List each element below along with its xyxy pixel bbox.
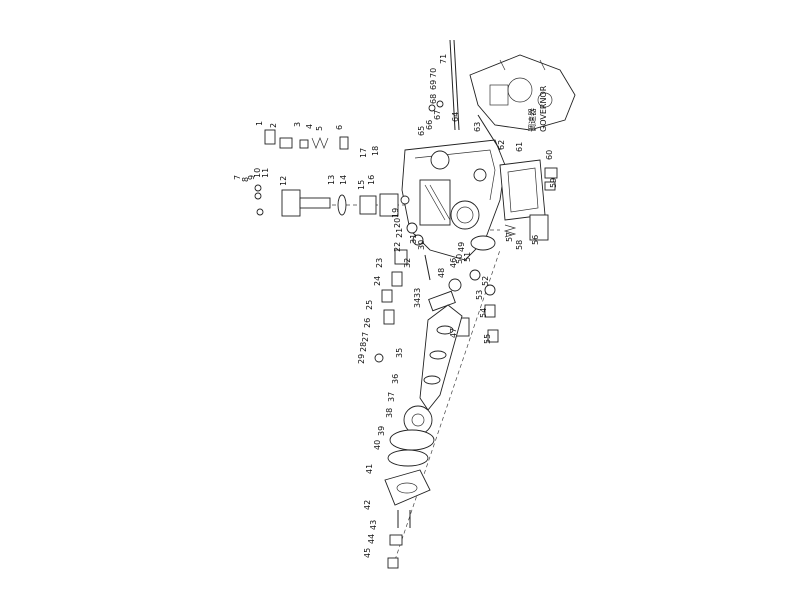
callout-label: 9 [247, 175, 256, 180]
camshaft-axis-line [394, 249, 501, 561]
tappet-parts [374, 222, 499, 363]
callout-label: 53 [475, 290, 484, 300]
camshaft [419, 304, 463, 411]
callout-label: 55 [483, 334, 492, 344]
callout-label: 12 [279, 176, 288, 186]
callout-label: 63 [473, 122, 482, 132]
callout-label: 30 [417, 240, 426, 250]
callout-label: 33 [413, 288, 422, 298]
callout-label: 11 [261, 168, 270, 178]
callout-label: 10 [253, 168, 262, 178]
callout-label: 60 [545, 150, 554, 160]
callout-label: 68 [429, 94, 438, 104]
callout-label: 21 [395, 228, 404, 238]
callout-label: 48 [437, 268, 446, 278]
callout-label: 32 [403, 258, 412, 268]
control-rod [428, 39, 460, 131]
callout-label: 46 [449, 258, 458, 268]
callout-label: 69 [429, 80, 438, 90]
callout-label: 29 [357, 354, 366, 364]
end-cover-parts [384, 405, 435, 569]
governor-assembly [469, 54, 576, 151]
governor-caption-en: GOVERNOR [539, 85, 548, 132]
callout-label: 1 [255, 121, 264, 126]
pump-housing [401, 139, 506, 261]
callout-label: 15 [357, 180, 366, 190]
callout-label: 59 [549, 178, 558, 188]
callout-label: 31 [409, 234, 418, 244]
callout-label: 18 [371, 146, 380, 156]
callout-label: 71 [439, 54, 448, 64]
callout-label: 7 [233, 175, 242, 180]
callout-label: 37 [387, 392, 396, 402]
callout-label: 66 [425, 120, 434, 130]
callout-label: 6 [335, 125, 344, 130]
callout-labels: 1 2 3 4 5 6 7 8 9 10 11 12 13 14 15 16 1… [233, 54, 558, 558]
callout-label: 61 [515, 142, 524, 152]
callout-label: 16 [367, 175, 376, 185]
callout-label: 20 [393, 218, 402, 228]
callout-label: 13 [327, 175, 336, 185]
callout-label: 38 [385, 408, 394, 418]
governor-caption-cn: 调速器 [528, 108, 537, 132]
upper-valve-parts [264, 129, 349, 150]
callout-label: 4 [305, 124, 314, 129]
plunger-assembly [254, 184, 410, 217]
callout-label: 8 [241, 177, 250, 182]
callout-label: 19 [391, 208, 400, 218]
callout-label: 43 [369, 520, 378, 530]
callout-label: 34 [413, 298, 422, 308]
callout-label: 45 [363, 548, 372, 558]
callout-label: 64 [451, 112, 460, 122]
callout-label: 49 [457, 242, 466, 252]
callout-label: 42 [363, 500, 372, 510]
callout-label: 57 [505, 232, 514, 242]
callout-label: 56 [531, 235, 540, 245]
callout-label: 5 [315, 126, 324, 131]
callout-label: 3 [293, 122, 302, 127]
callout-label: 14 [339, 175, 348, 185]
callout-label: 40 [373, 440, 382, 450]
right-side-parts [470, 159, 558, 251]
callout-label: 52 [481, 276, 490, 286]
callout-label: 70 [429, 68, 438, 78]
callout-label: 44 [367, 534, 376, 544]
callout-label: 24 [373, 276, 382, 286]
callout-label: 23 [375, 258, 384, 268]
callout-label: 25 [365, 300, 374, 310]
callout-label: 22 [393, 242, 402, 252]
callout-label: 54 [479, 308, 488, 318]
callout-label: 39 [377, 426, 386, 436]
callout-label: 65 [417, 126, 426, 136]
callout-label: 51 [463, 252, 472, 262]
callout-label: 47 [449, 328, 458, 338]
callout-label: 26 [363, 318, 372, 328]
callout-label: 35 [395, 348, 404, 358]
callout-label: 17 [359, 148, 368, 158]
callout-label: 62 [497, 140, 506, 150]
callout-label: 50 [455, 254, 464, 264]
callout-label: 36 [391, 374, 400, 384]
callout-label: 2 [269, 123, 278, 128]
callout-label: 67 [433, 110, 442, 120]
callout-label: 58 [515, 240, 524, 250]
callout-label: 41 [365, 464, 374, 474]
callout-label: 28 [359, 342, 368, 352]
callout-label: 27 [361, 332, 370, 342]
